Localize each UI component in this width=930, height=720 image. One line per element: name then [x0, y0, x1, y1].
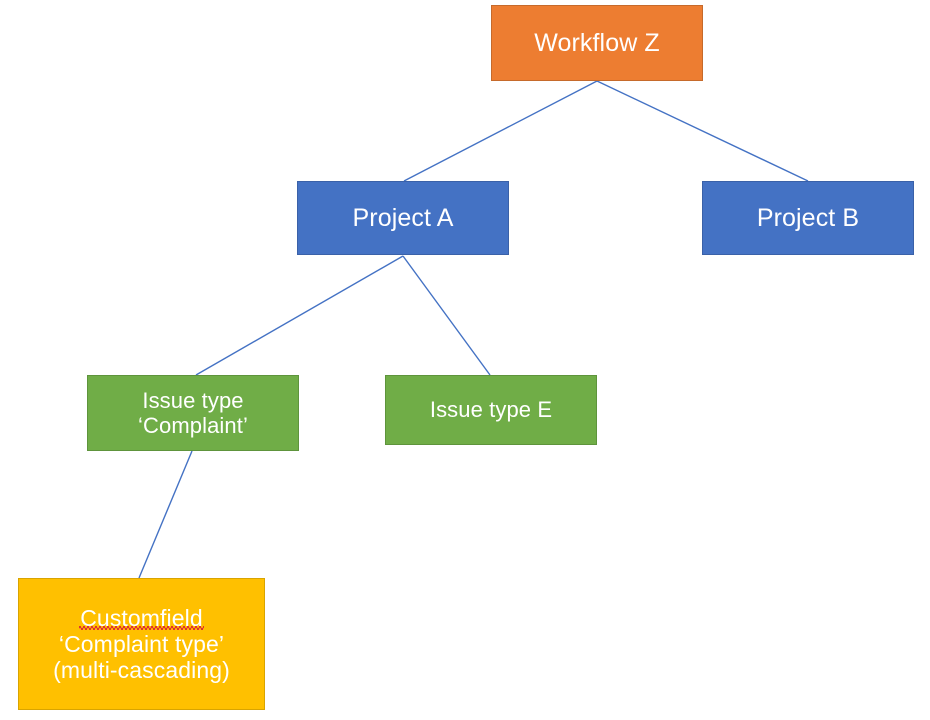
- connector-projecta-to-issuetype-complaint: [195, 255, 404, 376]
- node-project-b-label-line1: Project B: [756, 203, 860, 232]
- node-customfield[interactable]: Customfield ‘Complaint type’ (multi-casc…: [18, 578, 265, 710]
- node-project-b[interactable]: Project B: [702, 181, 914, 255]
- node-project-a-label-line1: Project A: [352, 203, 454, 232]
- connector-workflowz-to-projectb: [596, 80, 809, 182]
- node-issue-type-e-label-line1: Issue type E: [429, 397, 553, 423]
- node-customfield-label-line3: (multi-cascading): [53, 657, 230, 684]
- node-workflow-z-label-line1: Workflow Z: [534, 28, 660, 57]
- node-issue-type-complaint[interactable]: Issue type ‘Complaint’: [87, 375, 299, 451]
- connector-workflowz-to-projecta: [403, 80, 598, 182]
- connector-issuetype-complaint-to-customfield: [138, 450, 193, 579]
- node-issue-type-e[interactable]: Issue type E: [385, 375, 597, 445]
- node-issue-type-complaint-label-line2: ‘Complaint’: [138, 413, 248, 438]
- node-customfield-label-line1: Customfield: [79, 604, 204, 631]
- node-workflow-z[interactable]: Workflow Z: [491, 5, 703, 81]
- node-issue-type-complaint-label-line1: Issue type: [142, 387, 244, 413]
- node-customfield-label-line2: ‘Complaint type’: [58, 630, 225, 657]
- node-project-a[interactable]: Project A: [297, 181, 509, 255]
- connector-projecta-to-issuetype-e: [402, 255, 491, 376]
